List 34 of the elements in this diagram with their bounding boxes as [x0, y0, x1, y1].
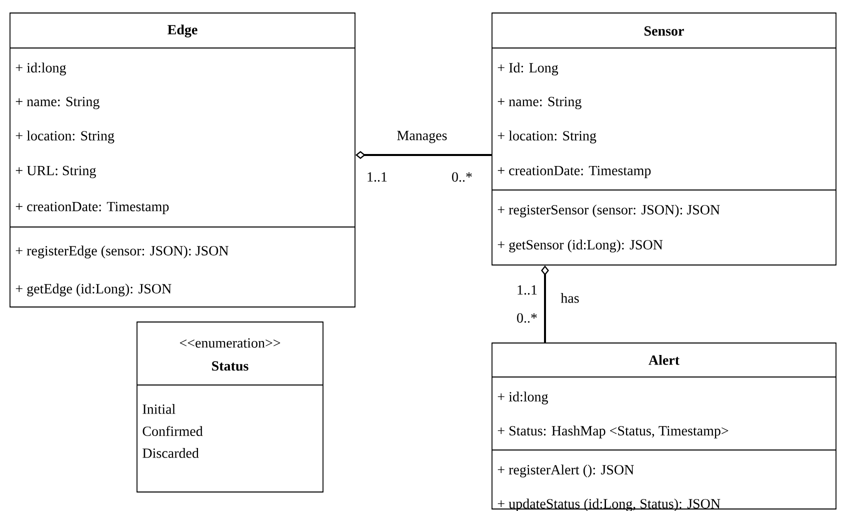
attribute-text: + location: String [498, 130, 596, 144]
method-text: + registerEdge (sensor: JSON): JSON [16, 246, 228, 258]
attribute-text: + creationDate: Timestamp [16, 202, 169, 214]
method-text: + getEdge (id:Long): JSON [16, 284, 172, 296]
class-box [10, 12, 356, 308]
multiplicity-label: 0..* [452, 172, 472, 182]
class-name: Status [212, 361, 248, 371]
class-name: Alert [648, 355, 680, 365]
class-name: Sensor [644, 26, 684, 36]
class-box [492, 12, 836, 266]
edge-label: has [560, 292, 580, 304]
attribute-text: + id:long [498, 392, 548, 404]
method-text: + registerSensor (sensor: JSON): JSON [498, 204, 720, 218]
class-box [136, 322, 324, 492]
method-text: + getSensor (id:Long): JSON [498, 240, 663, 252]
attribute-text: + name: String [498, 96, 582, 110]
edge-label: Manages [396, 130, 448, 144]
attribute-text: + Status: HashMap <Status, Timestamp> [498, 426, 728, 438]
attribute-text: + location: String [16, 130, 114, 144]
class-name: Edge [168, 24, 198, 38]
class-box [492, 342, 836, 511]
method-text: + updateStatus (id:Long, Status): JSON [498, 498, 720, 511]
enum-value: Initial [142, 404, 176, 414]
attribute-text: + name: String [16, 96, 100, 110]
attribute-text: + creationDate: Timestamp [498, 166, 651, 178]
multiplicity-label: 0..* [517, 313, 537, 323]
method-text: + registerAlert (): JSON [498, 464, 634, 478]
stereotype-text: <<enumeration>> [180, 338, 280, 348]
attribute-text: + Id: Long [498, 62, 558, 76]
attribute-text: + id:long [16, 62, 66, 76]
multiplicity-label: 1..1 [518, 285, 537, 295]
enum-value: Confirmed [142, 426, 203, 436]
attribute-text: + URL: String [16, 166, 96, 178]
enum-value: Discarded [142, 448, 199, 458]
